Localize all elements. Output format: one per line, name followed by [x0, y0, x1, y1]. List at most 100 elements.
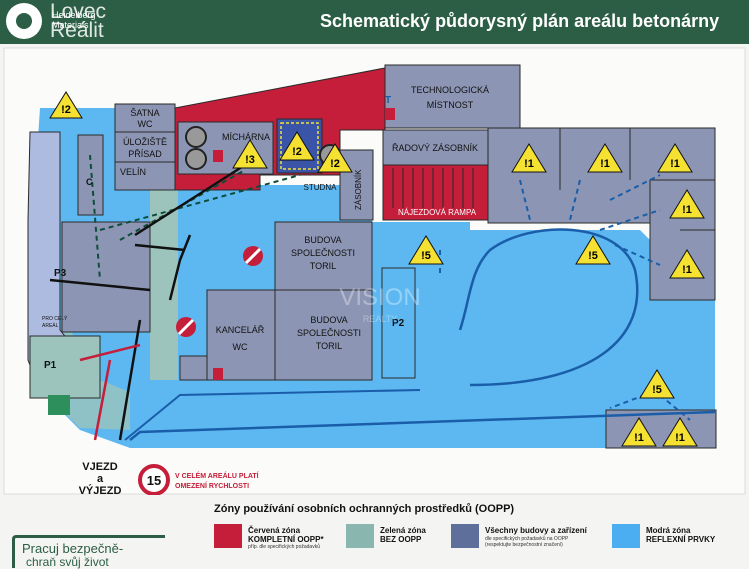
room-label: TECHNOLOGICKÁ: [411, 85, 489, 95]
svg-text:!2: !2: [292, 146, 302, 158]
room-label: BUDOVA: [310, 315, 347, 325]
speed-limit-text: OMEZENÍ RYCHLOSTI: [175, 481, 249, 490]
site-plan: !2 !3 !2 !2 !1 !1 !1 !1 !1 !5 !5 !5 !1 !…: [3, 47, 746, 495]
room-label: AREÁL: [42, 322, 59, 329]
slogan-frame: [12, 535, 165, 568]
traffic-exit: [129, 410, 716, 441]
room-satna: [114, 103, 176, 133]
no-entry-signs: [176, 246, 263, 337]
mixer-outline: [280, 122, 319, 170]
svg-text:!1: !1: [675, 432, 685, 444]
warning-triangle: !1: [657, 143, 693, 173]
legend-panel: Zóny používání osobních ochranných prost…: [0, 495, 749, 569]
silo-2: [185, 148, 207, 170]
slogan-text: chraň svůj život: [26, 555, 109, 569]
room-label: PRO CELÝ: [42, 315, 68, 322]
page-title: Schematický půdorysný plán areálu betoná…: [320, 11, 720, 31]
room-label: P1: [44, 360, 57, 371]
watermark: VISION REALTY: [339, 284, 420, 324]
legend-swatch: [346, 524, 374, 548]
extinguisher-icon: [213, 368, 223, 380]
exit-label: VJEZD a VÝJEZD: [79, 461, 122, 495]
extinguisher-icon: [385, 108, 395, 120]
p2-area: [381, 267, 416, 379]
room-label: NÁJEZDOVÁ RAMPA: [398, 208, 477, 217]
legend-title: Zóny používání osobních ochranných prost…: [214, 503, 515, 515]
room-labels: ŠATNA WC ÚLOŽIŠTĚ PŘÍSAD VELÍN MÍCHÁRNA …: [42, 85, 489, 371]
warning-triangle: !2: [49, 91, 83, 119]
room-label: WC: [138, 119, 153, 129]
p1-area: [29, 335, 101, 399]
slogan-text: Pracuj bezpečně-: [22, 541, 124, 556]
legend-swatch: [214, 524, 242, 548]
room-label: STUDNA: [304, 183, 338, 192]
traffic-loop: [458, 228, 639, 387]
svg-text:!2: !2: [330, 158, 340, 170]
room-label: P2: [392, 318, 405, 329]
room-label: BUDOVA: [304, 235, 341, 245]
warning-triangle: !1: [669, 249, 705, 279]
red-arrows: [79, 343, 141, 441]
kancelar: [206, 289, 276, 381]
room-label: PŘÍSAD: [128, 149, 162, 159]
warning-triangle: !1: [621, 417, 657, 447]
room-label: SPOLEČNOSTI: [297, 328, 361, 338]
svg-text:!5: !5: [588, 250, 598, 262]
svg-text:!1: !1: [682, 264, 692, 276]
room-label: KANCELÁŘ: [216, 325, 265, 335]
room-label: TORIL: [310, 261, 336, 271]
black-arrows: [49, 163, 246, 441]
room-label: TORIL: [316, 341, 342, 351]
warning-triangle: !1: [669, 189, 705, 219]
warning-triangle: !2: [317, 143, 353, 173]
room-tech: [384, 64, 521, 129]
speed-limit-number: 15: [147, 473, 161, 488]
svg-text:!1: !1: [600, 158, 610, 170]
speed-limit-icon: [138, 464, 170, 495]
warning-triangles: !2 !3 !2 !2 !1 !1 !1 !1 !1 !5 !5 !5 !1 !…: [49, 91, 705, 447]
svg-text:REALTY: REALTY: [363, 314, 397, 324]
warning-triangle: !1: [511, 143, 547, 173]
budova-2: [274, 289, 373, 381]
rampa-stripes: [392, 168, 474, 208]
svg-text:!1: !1: [634, 432, 644, 444]
warning-triangle: !1: [587, 143, 623, 173]
lovec-realit-logo: [6, 3, 42, 39]
room-label: SPOLEČNOSTI: [291, 248, 355, 258]
legend-swatch: [451, 524, 479, 548]
svg-text:!1: !1: [670, 158, 680, 170]
warning-triangle: !5: [408, 235, 444, 265]
legend-swatch: [612, 524, 640, 548]
green-zone-strip: [150, 190, 178, 380]
warning-triangle: !5: [639, 369, 675, 399]
svg-text:!5: !5: [421, 250, 431, 262]
speed-limit-text: V CELÉM AREÁLU PLATÍ: [175, 471, 260, 480]
tech-icon: T: [385, 95, 391, 106]
room-label: WC: [233, 342, 248, 352]
nájezdová-rampa: [382, 164, 489, 221]
svg-text:!3: !3: [245, 154, 255, 166]
traffic-entry: [124, 389, 421, 441]
first-aid-icon: [48, 395, 70, 415]
room-label: P3: [54, 268, 67, 279]
svg-text:a: a: [97, 473, 104, 485]
svg-text:!1: !1: [682, 204, 692, 216]
svg-text:VÝJEZD: VÝJEZD: [79, 484, 122, 495]
room-label: ŘADOVÝ ZÁSOBNÍK: [392, 143, 478, 153]
svg-text:!2: !2: [61, 104, 71, 116]
building-p3: [61, 221, 151, 333]
building-c: [77, 134, 104, 216]
room-label: ZÁSOBNÍK: [354, 169, 363, 210]
warning-triangle: !2: [279, 131, 315, 161]
budova-1: [274, 221, 373, 291]
green-dashed-arrows: [89, 154, 301, 281]
stairs: [179, 355, 208, 381]
svg-text:VISION: VISION: [339, 284, 420, 311]
silo-1: [185, 126, 207, 148]
svg-text:VJEZD: VJEZD: [82, 461, 118, 473]
svg-text:!1: !1: [524, 158, 534, 170]
room-label: ÚLOŽIŠTĚ: [123, 137, 167, 147]
